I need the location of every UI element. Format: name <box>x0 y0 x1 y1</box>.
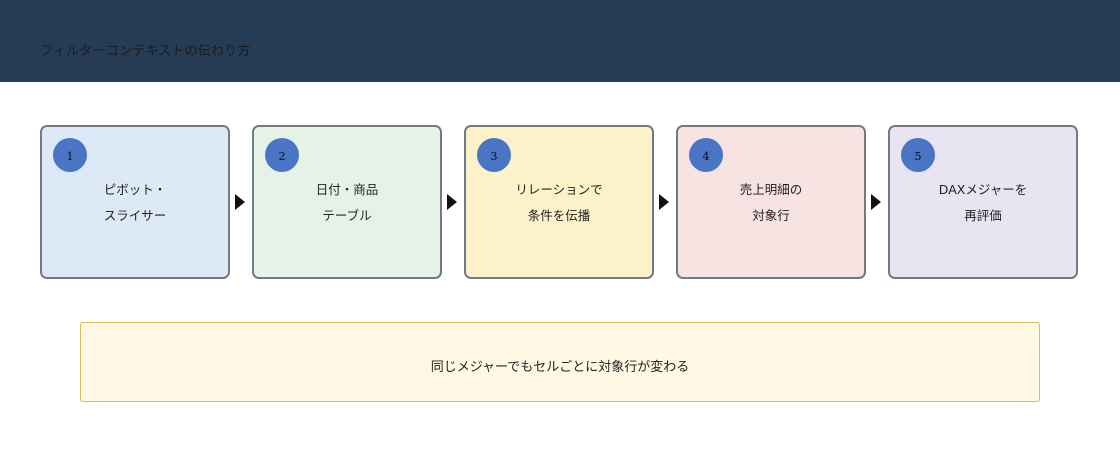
arrow-4-5-icon <box>871 194 881 210</box>
step-4-line2: 対象行 <box>752 208 790 223</box>
step-2-line1: 日付・商品 <box>315 182 379 197</box>
step-3-box: 3 リレーションで 条件を伝播 <box>464 125 654 279</box>
header-bar <box>0 0 1120 82</box>
step-5-line1: DAXメジャーを <box>938 182 1028 197</box>
arrow-1-2-icon <box>235 194 245 210</box>
flow-diagram: 1 ピボット・ スライサー 2 日付・商品 テーブル 3 リレーションで 条件を… <box>40 125 1078 279</box>
step-1-line1: ピボット・ <box>103 182 167 197</box>
step-1-box: 1 ピボット・ スライサー <box>40 125 230 279</box>
step-3-badge: 3 <box>477 138 511 172</box>
step-4-line1: 売上明細の <box>739 182 803 197</box>
step-4-box: 4 売上明細の 対象行 <box>676 125 866 279</box>
page-title: フィルターコンテキストの伝わり方 <box>40 44 251 59</box>
step-5-box: 5 DAXメジャーを 再評価 <box>888 125 1078 279</box>
arrow-3-4-icon <box>659 194 669 210</box>
step-5-line2: 再評価 <box>964 208 1002 223</box>
step-2-box: 2 日付・商品 テーブル <box>252 125 442 279</box>
step-1-badge: 1 <box>53 138 87 172</box>
step-1-line2: スライサー <box>103 208 167 223</box>
step-2-badge: 2 <box>265 138 299 172</box>
arrow-2-3-icon <box>447 194 457 210</box>
step-5-badge: 5 <box>901 138 935 172</box>
summary-note: 同じメジャーでもセルごとに対象行が変わる <box>80 322 1040 402</box>
step-2-line2: テーブル <box>322 208 372 223</box>
summary-note-text: 同じメジャーでもセルごとに対象行が変わる <box>430 360 690 375</box>
step-3-line2: 条件を伝播 <box>527 208 591 223</box>
step-4-badge: 4 <box>689 138 723 172</box>
step-3-line1: リレーションで <box>515 182 603 197</box>
